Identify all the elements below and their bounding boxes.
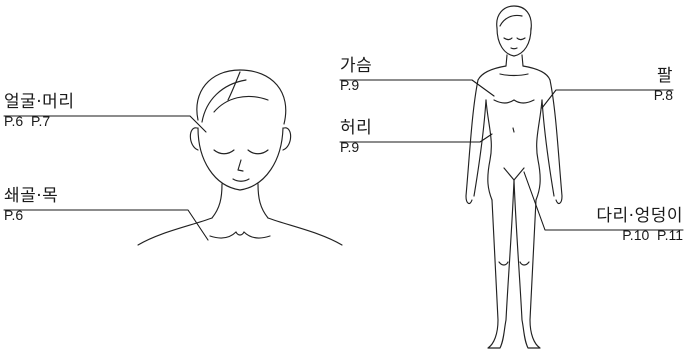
head-shoulders-figure bbox=[137, 69, 343, 246]
leader-line-legs-hips bbox=[523, 171, 684, 231]
label-waist-name: 허리 bbox=[340, 118, 373, 138]
label-collarbone-neck-pages: P.6 bbox=[4, 207, 24, 223]
label-legs-hips-name: 다리·엉덩이 bbox=[596, 206, 683, 226]
label-arm-pages: P.8 bbox=[653, 87, 673, 103]
label-face-hair: 얼굴·머리 P.6 P.7 bbox=[4, 92, 75, 129]
label-chest-pages: P.9 bbox=[340, 77, 360, 93]
leader-lines bbox=[3, 79, 684, 241]
label-collarbone-neck-name: 쇄골·목 bbox=[4, 186, 59, 206]
label-collarbone-neck: 쇄골·목 P.6 bbox=[4, 186, 59, 223]
leader-line-collarbone-neck bbox=[3, 209, 209, 241]
leader-line-arm bbox=[541, 89, 674, 109]
label-chest: 가슴 P.9 bbox=[340, 56, 373, 93]
leader-line-chest bbox=[339, 79, 495, 97]
label-arm-name: 팔 bbox=[656, 66, 673, 86]
full-body-figure bbox=[465, 5, 563, 349]
leader-line-face-hair bbox=[3, 115, 207, 133]
leader-line-waist bbox=[339, 133, 493, 143]
label-legs-hips: 다리·엉덩이 P.10 P.11 bbox=[596, 206, 683, 243]
label-chest-name: 가슴 bbox=[340, 56, 373, 76]
label-waist-pages: P.9 bbox=[340, 139, 360, 155]
label-legs-hips-pages: P.10 P.11 bbox=[622, 227, 683, 243]
label-waist: 허리 P.9 bbox=[340, 118, 373, 155]
label-face-hair-name: 얼굴·머리 bbox=[4, 92, 75, 112]
label-arm: 팔 P.8 bbox=[653, 66, 673, 103]
label-face-hair-pages: P.6 P.7 bbox=[4, 113, 51, 129]
